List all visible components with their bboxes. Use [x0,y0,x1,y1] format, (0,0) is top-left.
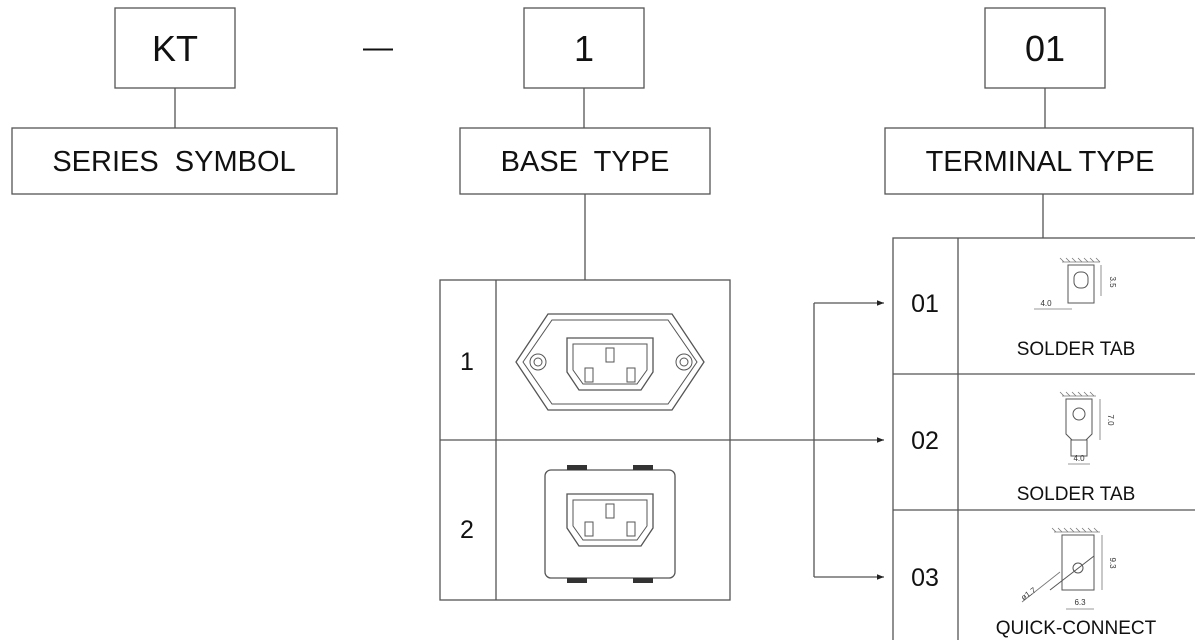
terminal-type-label-box: TERMINAL TYPE [884,127,1194,195]
base-code-box: 1 [523,7,645,89]
terminal-caption: SOLDER TAB [1017,339,1136,360]
series-symbol-label-box: SERIES SYMBOL [11,127,338,195]
series-code-box: KT [114,7,236,89]
terminal-type-number: 02 [911,427,939,455]
dimension-text: 9.3 [1108,557,1117,569]
terminal-type-number: 01 [911,290,939,318]
series-symbol-label: SERIES SYMBOL [52,146,295,178]
terminal-code-box: 01 [984,7,1106,89]
terminal-code: 01 [1025,28,1065,69]
base-type-label: BASE TYPE [501,146,670,178]
terminal-type-table: 01 02 03 [892,237,1195,640]
solder-tab-icon: 7.0 4.0 [1059,391,1115,465]
base-type-number: 1 [460,348,474,376]
base-type-table: 1 2 [439,279,731,601]
terminal-type-number: 03 [911,564,939,592]
terminal-caption: QUICK-CONNECT [996,618,1157,639]
code-separator: — [363,31,393,64]
dimension-text: 3.5 [1108,276,1117,288]
base-to-terminal-connector [730,300,884,580]
base-type-label-box: BASE TYPE [459,127,711,195]
dimension-text: 4.0 [1073,454,1085,463]
dimension-text: 7.0 [1106,414,1115,426]
terminal-caption: SOLDER TAB [1017,484,1136,505]
inlet-flange-icon [515,313,705,411]
inlet-snap-in-icon [544,465,676,583]
base-code: 1 [574,28,594,69]
series-code: KT [152,28,198,69]
terminal-type-label: TERMINAL TYPE [926,146,1155,178]
base-type-number: 2 [460,516,474,544]
dimension-text: 4.0 [1040,299,1052,308]
solder-tab-icon: 3.5 4.0 [1034,257,1117,310]
dimension-text: 6.3 [1074,598,1086,607]
